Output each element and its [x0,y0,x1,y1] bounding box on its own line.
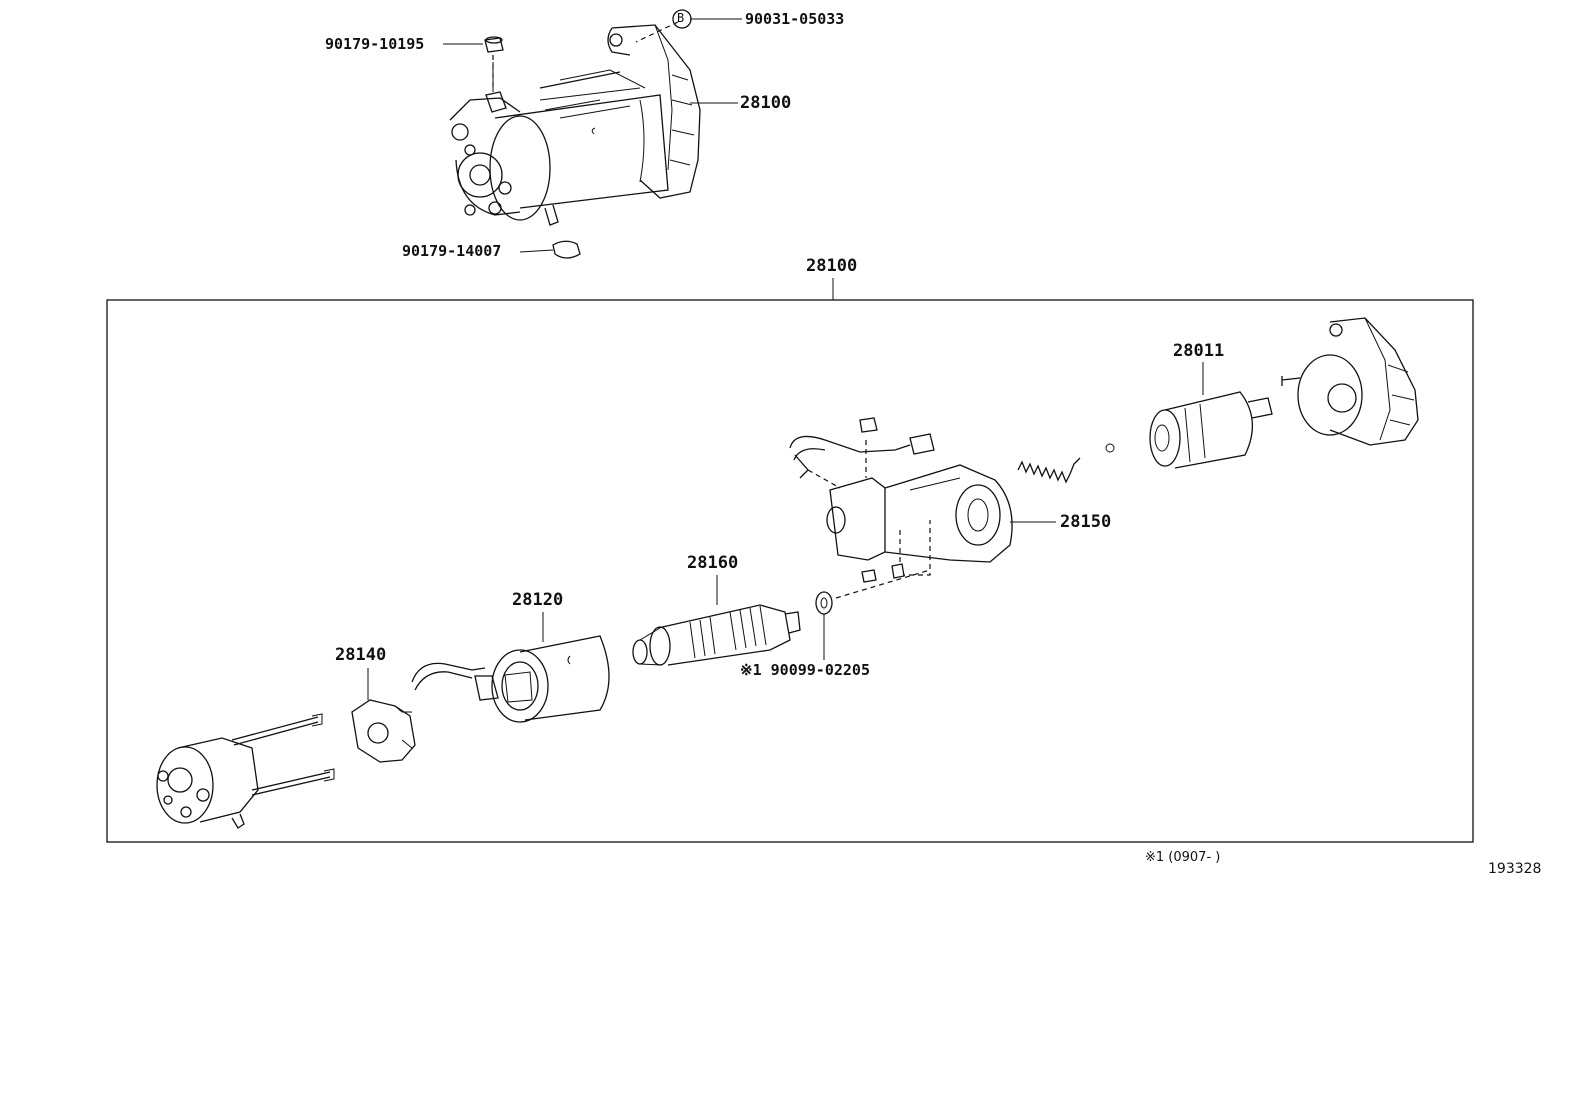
callout-washer: ※1 90099-02205 [740,661,870,679]
yoke-drawing [411,612,610,723]
callout-top-assembly: 28100 [740,93,792,113]
callout-top-nut-bottom: 90179-14007 [402,242,502,260]
end-frame-drawing [156,713,335,829]
callout-yoke: 28120 [512,590,564,610]
callout-top-nut: 90179-10195 [325,35,425,53]
figure-id: 193328 [1488,861,1542,877]
callout-frame-assembly: 28100 [806,256,858,276]
magnet-switch-drawing [789,417,1056,583]
starter-assembly-drawing [443,9,742,259]
callout-armature: 28160 [687,553,739,573]
washer-drawing [815,569,931,660]
callout-circle-b: B [677,11,685,25]
armature-drawing [632,575,801,666]
drive-housing-drawing [1281,317,1419,446]
spring-drawing [1017,443,1115,484]
brush-holder-drawing [351,668,416,763]
callout-brush-holder: 28140 [335,645,387,665]
exploded-view-frame [106,299,1474,843]
callout-top-bolt: 90031-05033 [745,10,845,28]
callout-clutch: 28011 [1173,341,1225,361]
callout-magnet-switch: 28150 [1060,512,1112,532]
footnote: ※1 (0907- ) [1145,850,1221,865]
clutch-drawing [1149,362,1273,469]
